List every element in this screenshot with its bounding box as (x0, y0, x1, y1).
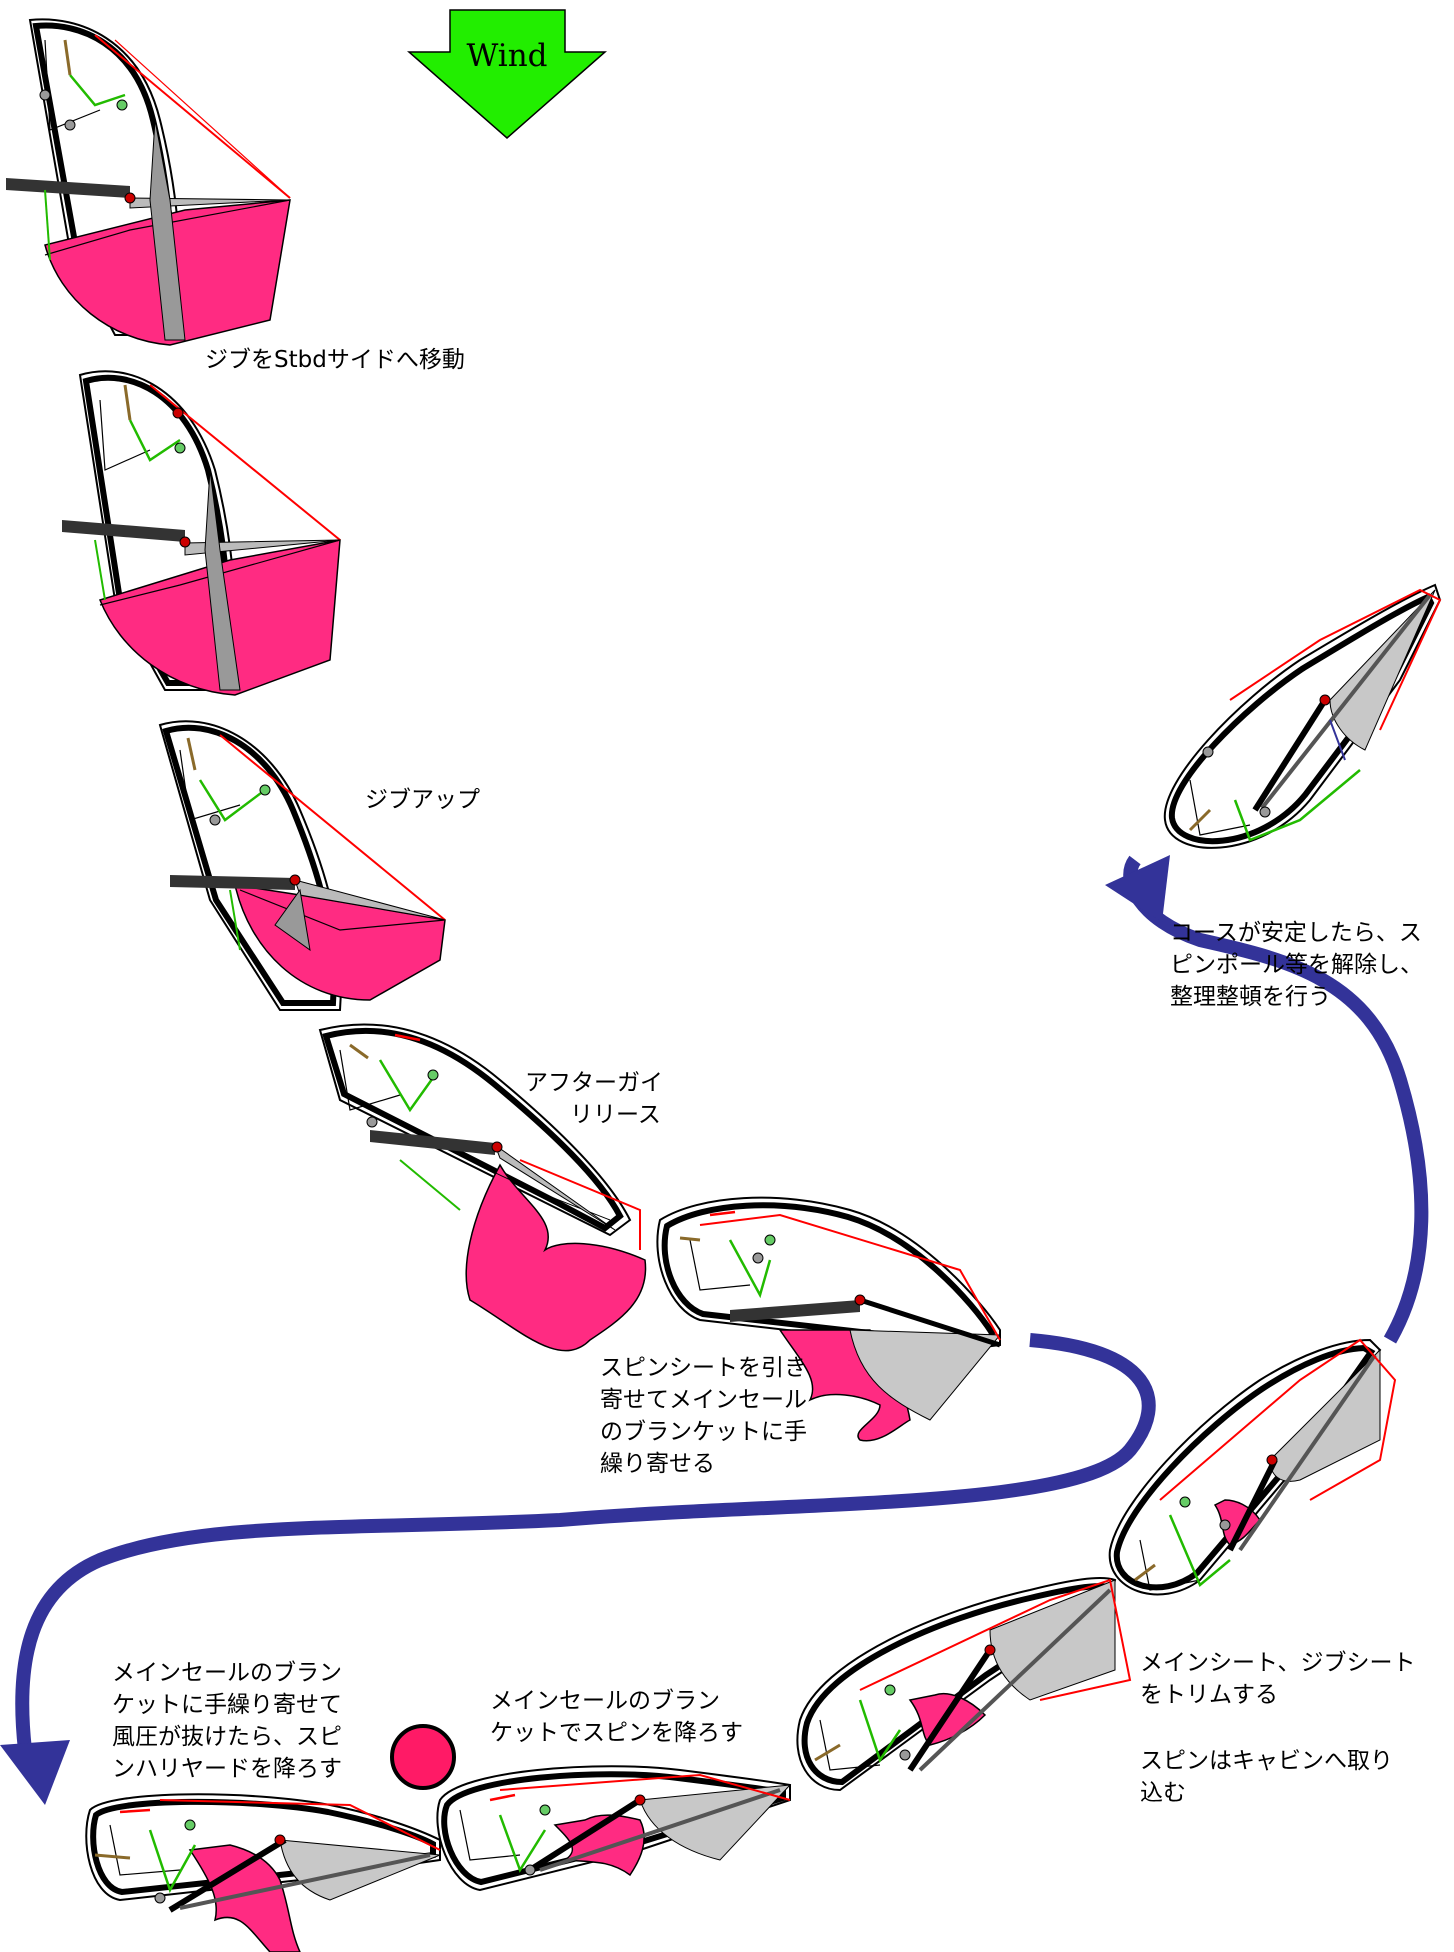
wind-arrow: Wind (407, 9, 607, 139)
caption-pull-spin-sheet-2: 寄せてメインセール (600, 1387, 807, 1413)
course-arrow-lower (15, 1333, 1156, 1751)
caption-lower-spin-blanket-2: ケットでスピンを降ろす (490, 1720, 743, 1746)
boat-stage-9 (1108, 1338, 1397, 1596)
boat-stage-1 (6, 18, 291, 346)
caption-spin-into-cabin-2: 込む (1140, 1780, 1186, 1806)
caption-after-guy-release-1: アフターガイ (525, 1070, 663, 1096)
boat-stage-6 (85, 1793, 441, 1952)
course-arrow-lower-head (0, 1740, 70, 1805)
marker-circle (390, 1724, 456, 1790)
caption-pull-spin-sheet-1: スピンシートを引き (600, 1355, 807, 1381)
caption-tidy-up-3: 整理整頓を行う (1170, 984, 1331, 1010)
boat-stage-5 (656, 1196, 1002, 1442)
boat-stage-4 (318, 1023, 647, 1352)
caption-tidy-up-1: コースが安定したら、ス (1170, 920, 1422, 946)
caption-lower-halyard-1: メインセールのブラン (112, 1660, 342, 1686)
boat-stage-7 (436, 1765, 792, 1892)
caption-trim-sheets-2: をトリムする (1140, 1682, 1278, 1708)
boat-stage-8 (796, 1577, 1132, 1792)
caption-jib-to-stbd: ジブをStbdサイドへ移動 (205, 347, 465, 373)
boat-stage-3 (158, 720, 446, 1011)
caption-spin-into-cabin-1: スピンはキャビンへ取り (1140, 1748, 1393, 1774)
caption-pull-spin-sheet-4: 繰り寄せる (600, 1451, 715, 1477)
wind-label: Wind (466, 38, 547, 74)
caption-lower-halyard-4: ンハリヤードを降ろす (112, 1756, 342, 1782)
caption-lower-halyard-3: 風圧が抜けたら、スピ (112, 1724, 342, 1750)
caption-lower-spin-blanket-1: メインセールのブラン (490, 1688, 720, 1714)
caption-after-guy-release-2: リリース (570, 1102, 661, 1128)
caption-trim-sheets-1: メインシート、ジブシート (1140, 1650, 1416, 1676)
boat-stage-2 (62, 370, 341, 696)
caption-jib-up: ジブアップ (365, 787, 480, 813)
caption-lower-halyard-2: ケットに手繰り寄せて (112, 1692, 342, 1718)
caption-pull-spin-sheet-3: のブランケットに手 (600, 1419, 807, 1445)
caption-tidy-up-2: ピンポール等を解除し、 (1170, 952, 1423, 978)
boat-stage-10 (1163, 583, 1442, 849)
course-arrow-upper-head (1105, 855, 1170, 922)
